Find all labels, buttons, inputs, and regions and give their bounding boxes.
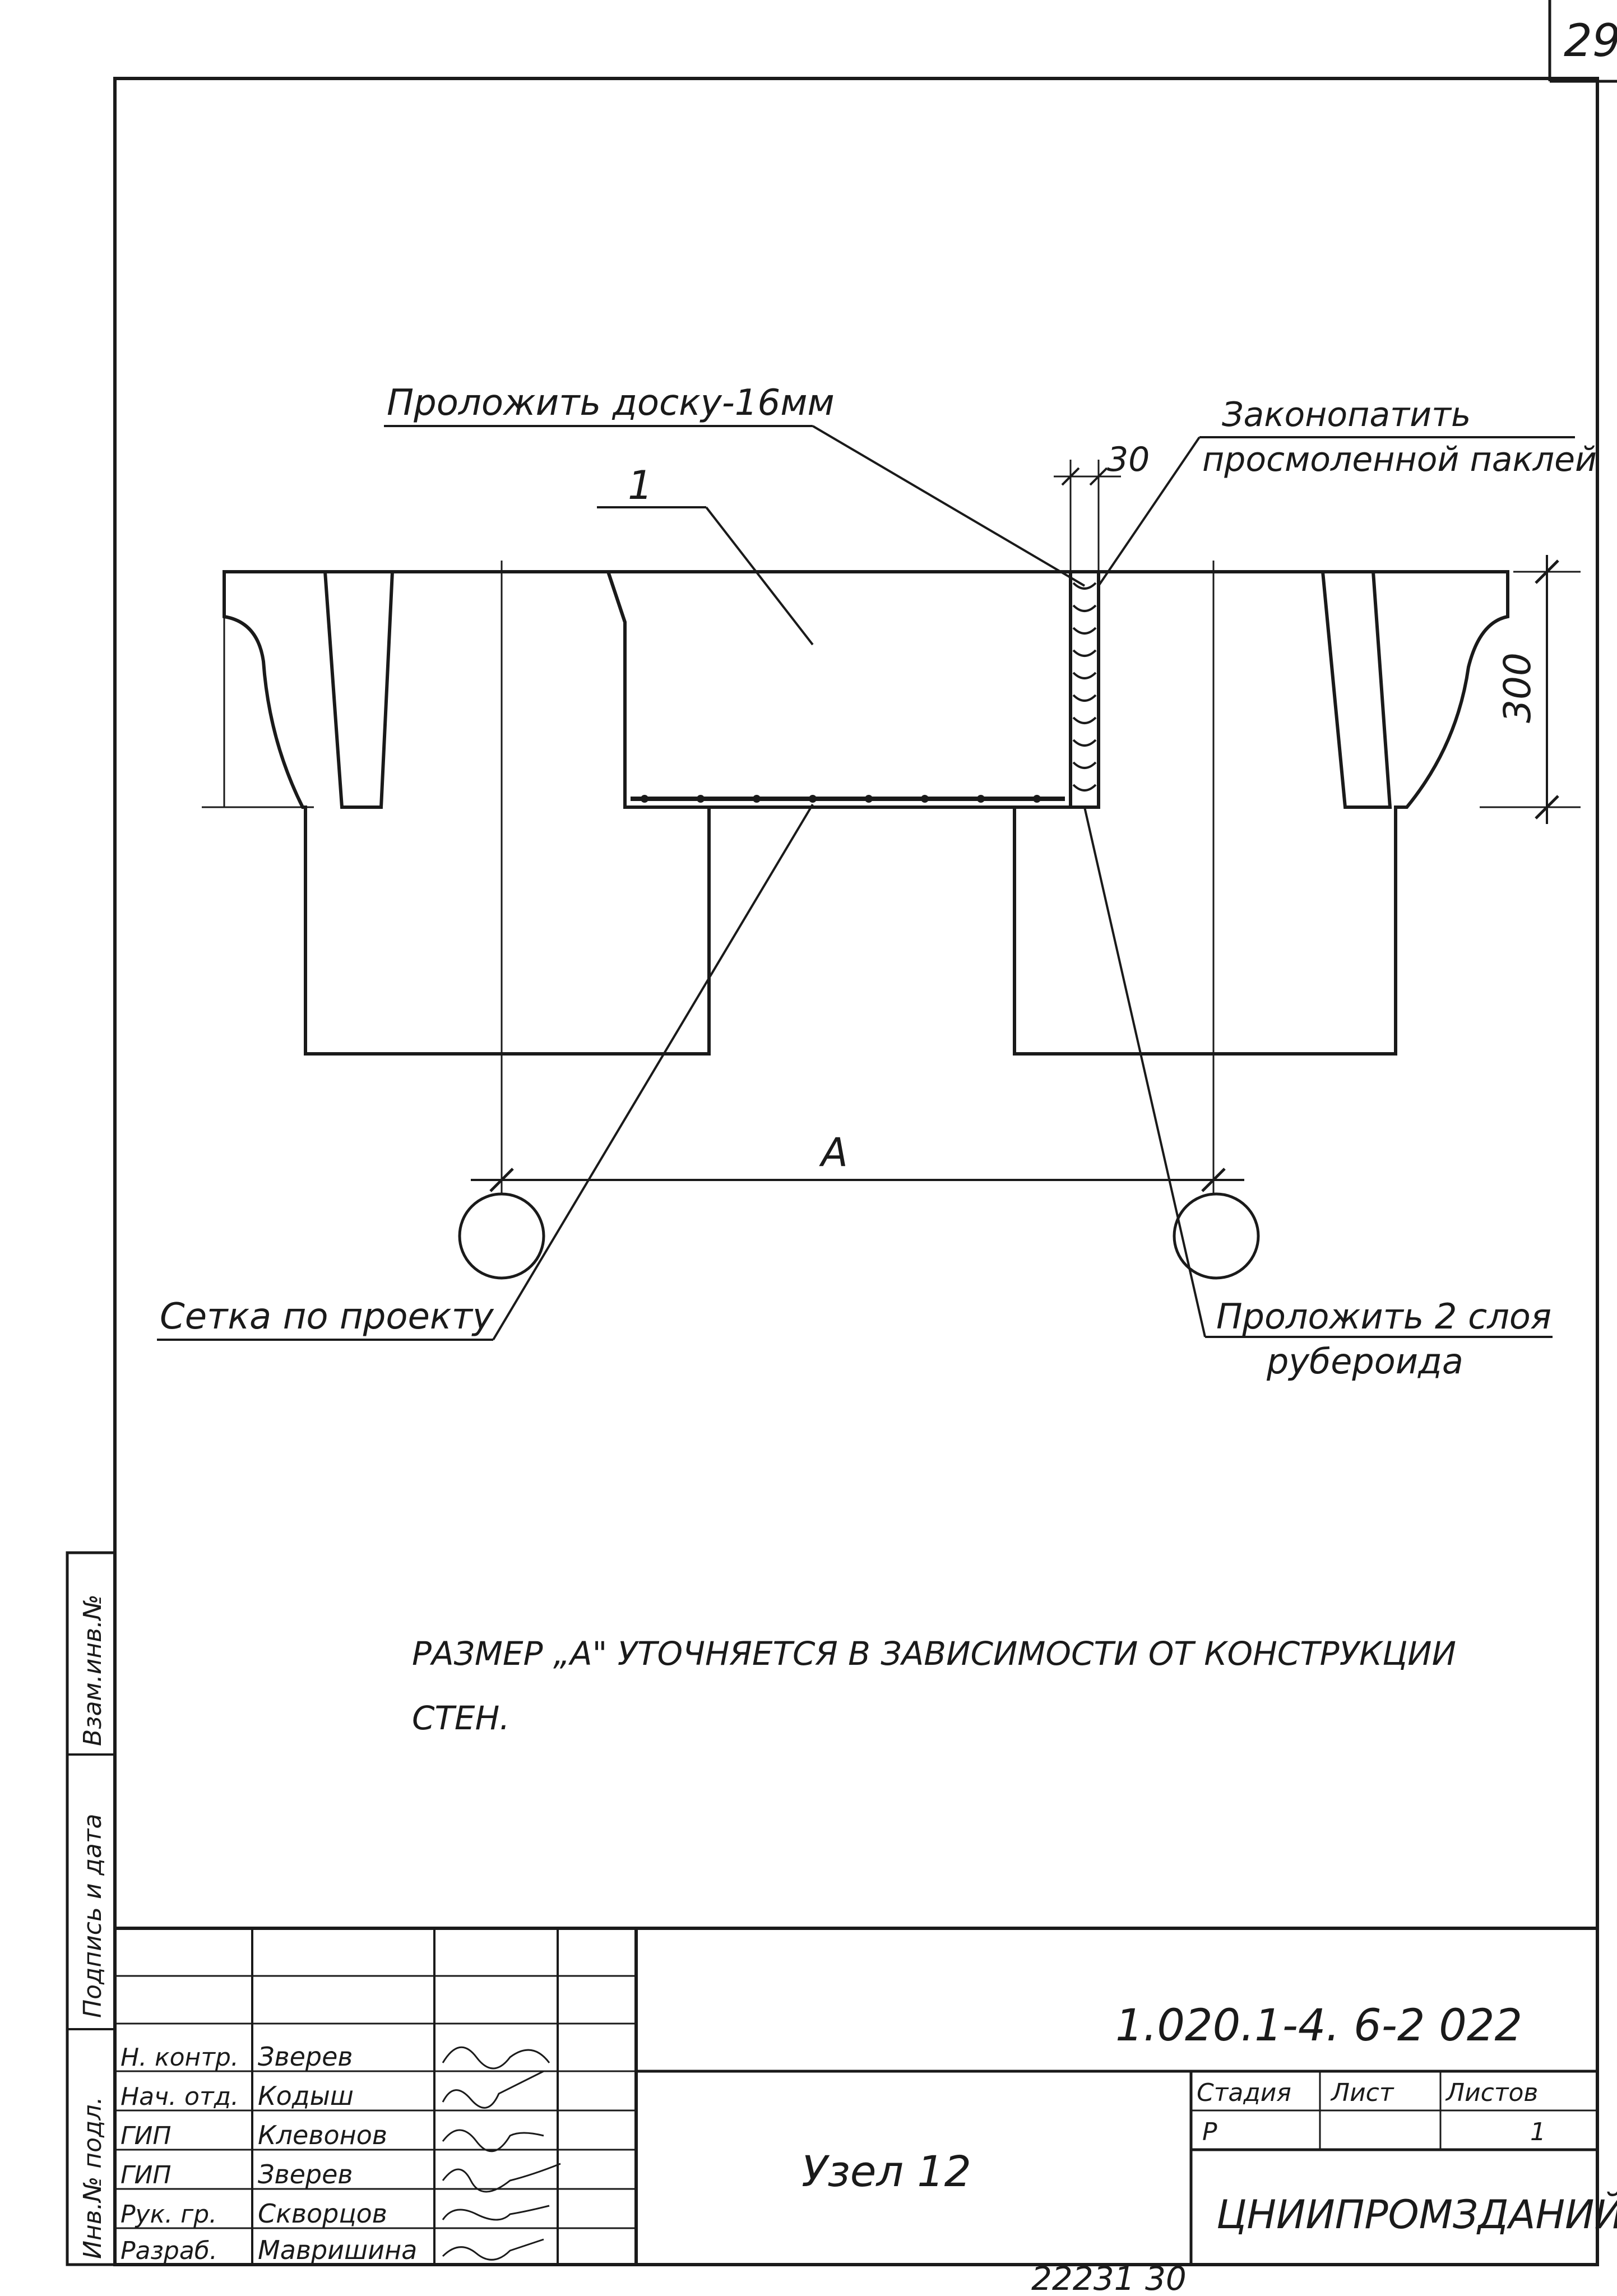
slab-element-1 bbox=[605, 570, 1072, 809]
name-3: Зверев bbox=[258, 2159, 353, 2189]
stamp-replacement-inv: Взам.инв.№ bbox=[78, 1594, 107, 1746]
left-wall-section bbox=[223, 570, 711, 1056]
annotation-mesh: Сетка по проекту bbox=[157, 803, 814, 1341]
stamp-inv-number: Инв.№ подл. bbox=[78, 2096, 107, 2259]
annotation-board: Проложить доску-16мм bbox=[384, 382, 1086, 587]
role-0: Н. контр. bbox=[121, 2043, 239, 2072]
note-line-1: РАЗМЕР „А" УТОЧНЯЕТСЯ В ЗАВИСИМОСТИ ОТ К… bbox=[412, 1635, 1456, 1673]
roofing-label-1: Проложить 2 слоя bbox=[1216, 1296, 1551, 1337]
axis-marker-left bbox=[458, 1192, 545, 1280]
item-1-label: 1 bbox=[628, 462, 653, 508]
role-4: Рук. гр. bbox=[121, 2200, 217, 2229]
name-0: Зверев bbox=[258, 2042, 353, 2072]
sheets-header: Листов bbox=[1445, 2079, 1538, 2107]
sheets-value: 1 bbox=[1530, 2118, 1546, 2146]
note-block: РАЗМЕР „А" УТОЧНЯЕТСЯ В ЗАВИСИМОСТИ ОТ К… bbox=[412, 1635, 1456, 1737]
roofing-label-2: рубероида bbox=[1266, 1341, 1463, 1382]
annotation-roofing: Проложить 2 слоя рубероида bbox=[1083, 807, 1553, 1382]
title-block: 1.020.1-4. 6-2 022 Узел 12 Стадия Лист Л… bbox=[115, 1927, 1617, 2265]
caulk-label-2: просмоленной паклей bbox=[1202, 440, 1597, 479]
archive-number: 22231 30 bbox=[1031, 2260, 1187, 2296]
stage-value: Р bbox=[1202, 2118, 1217, 2146]
annotation-item-1: 1 bbox=[597, 462, 814, 646]
name-1: Кодыш bbox=[258, 2081, 354, 2111]
reinforcement-mesh bbox=[631, 795, 1065, 803]
signature-scribbles bbox=[442, 2046, 561, 2261]
stamp-signature-date: Подпись и дата bbox=[78, 1814, 107, 2018]
sheet-header: Лист bbox=[1330, 2079, 1394, 2107]
caulk-label-1: Законопатить bbox=[1222, 395, 1471, 434]
axis-marker-right bbox=[1173, 1192, 1260, 1280]
organization-name: ЦНИИПРОМЗДАНИЙ bbox=[1216, 2192, 1617, 2238]
section-detail: А 300 30 bbox=[202, 440, 1581, 1280]
sheet-number-box: 29 bbox=[1548, 0, 1617, 83]
sheet-number: 29 bbox=[1564, 15, 1617, 67]
annotation-caulk: Законопатить просмоленной паклей bbox=[1097, 395, 1597, 587]
stage-header: Стадия bbox=[1197, 2079, 1291, 2107]
side-stamp: Инв.№ подл. Подпись и дата Взам.инв.№ bbox=[66, 1551, 117, 2266]
role-5: Разраб. bbox=[121, 2237, 217, 2265]
dimension-30-label: 30 bbox=[1107, 440, 1150, 479]
note-line-2: СТЕН. bbox=[412, 1699, 510, 1737]
name-2: Клевонов bbox=[258, 2120, 387, 2150]
role-2: ГИП bbox=[121, 2122, 172, 2150]
board-label: Проложить доску-16мм bbox=[387, 382, 835, 424]
name-5: Мавришина bbox=[258, 2235, 417, 2265]
drawing-frame bbox=[113, 77, 1599, 2266]
mesh-label: Сетка по проекту bbox=[160, 1296, 494, 1337]
caulked-joint bbox=[1069, 570, 1100, 809]
name-4: Скворцов bbox=[258, 2198, 387, 2229]
dimension-300-label: 300 bbox=[1496, 652, 1539, 723]
node-title: Узел 12 bbox=[801, 2146, 971, 2196]
role-1: Нач. отд. bbox=[121, 2082, 239, 2111]
document-code: 1.020.1-4. 6-2 022 bbox=[1115, 2001, 1522, 2051]
signatories: Н. контр. Зверев Нач. отд. Кодыш ГИП Кле… bbox=[121, 2042, 417, 2265]
role-3: ГИП bbox=[121, 2161, 172, 2189]
right-wall-section bbox=[1013, 570, 1509, 1056]
dimension-a-label: А bbox=[819, 1130, 848, 1175]
